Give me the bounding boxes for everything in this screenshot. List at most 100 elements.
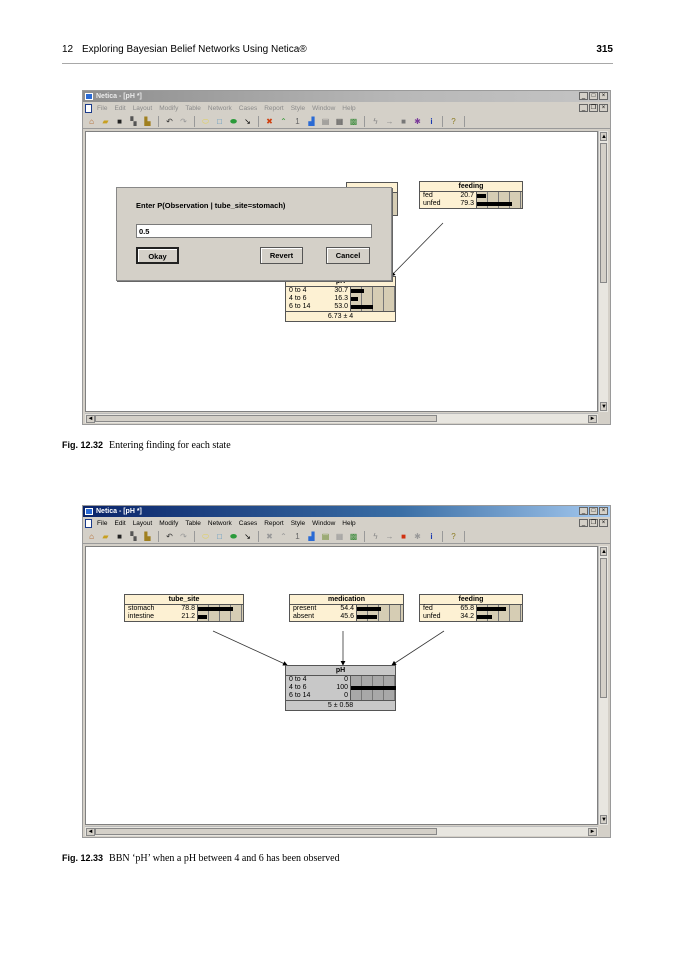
node-medication[interactable]: medication present absent 54.4 45.6: [289, 594, 404, 622]
revert-button[interactable]: Revert: [260, 247, 303, 264]
help-icon[interactable]: ?: [451, 531, 456, 541]
info-icon[interactable]: i: [430, 531, 433, 541]
new-network-icon[interactable]: ⌂: [89, 116, 94, 126]
open-icon[interactable]: ▰: [102, 531, 109, 541]
save-icon[interactable]: ■: [117, 116, 122, 126]
compile-icon[interactable]: ▟: [308, 116, 315, 126]
copy-icon[interactable]: ▚: [130, 531, 137, 541]
network-canvas[interactable]: tube_site stomach intestine 78.8 21.2 me…: [85, 546, 598, 825]
node-ph-observed[interactable]: pH 0 to 4 4 to 6 6 to 14 0 100 0: [285, 665, 396, 711]
menu-file[interactable]: File: [97, 519, 108, 527]
stop-icon[interactable]: ■: [401, 531, 406, 541]
remove-findings-icon[interactable]: ✖: [266, 531, 273, 541]
undo-icon[interactable]: ↶: [166, 116, 173, 126]
arrow-right-icon[interactable]: →: [385, 116, 394, 126]
minimize-button[interactable]: _: [579, 507, 588, 515]
info-icon[interactable]: i: [430, 116, 433, 126]
okay-button[interactable]: Okay: [136, 247, 179, 264]
help-icon[interactable]: ?: [451, 116, 456, 126]
scroll-down-arrow-icon[interactable]: ▼: [600, 815, 607, 824]
menu-layout[interactable]: Layout: [132, 519, 153, 527]
nature-node-icon[interactable]: ⬭: [202, 116, 209, 126]
menu-report[interactable]: Report: [264, 519, 284, 527]
doc-restore-button[interactable]: ❐: [589, 519, 598, 527]
absorb-icon[interactable]: ▤: [321, 531, 330, 541]
menu-network[interactable]: Network: [207, 519, 232, 527]
title-bar[interactable]: Netica - [pH *] _ □ ×: [83, 91, 610, 102]
scroll-thumb[interactable]: [600, 558, 607, 698]
scroll-thumb[interactable]: [600, 143, 607, 283]
sensitivity-icon[interactable]: ▩: [349, 531, 358, 541]
close-button[interactable]: ×: [599, 92, 608, 100]
paste-icon[interactable]: ▙: [144, 116, 151, 126]
menu-help[interactable]: Help: [342, 519, 356, 527]
star-icon[interactable]: ✱: [414, 531, 421, 541]
maximize-button[interactable]: □: [589, 92, 598, 100]
link-arrow-icon[interactable]: ↘: [244, 116, 251, 126]
most-probable-icon[interactable]: ⌃: [280, 116, 287, 126]
node-feeding[interactable]: feeding fed unfed 65.8 34.2: [419, 594, 523, 622]
cancel-button[interactable]: Cancel: [326, 247, 370, 264]
one-icon[interactable]: 1: [295, 531, 300, 541]
likelihood-input[interactable]: [136, 224, 372, 238]
scroll-right-arrow-icon[interactable]: ►: [588, 415, 597, 423]
node-tube-site[interactable]: tube_site stomach intestine 78.8 21.2: [124, 594, 244, 622]
link-arrow-icon[interactable]: ↘: [244, 531, 251, 541]
document-icon[interactable]: [85, 518, 92, 528]
scroll-down-arrow-icon[interactable]: ▼: [600, 402, 607, 411]
sensitivity-icon[interactable]: ▩: [349, 116, 358, 126]
scroll-left-arrow-icon[interactable]: ◄: [86, 828, 95, 836]
vertical-scrollbar[interactable]: ▲ ▼: [598, 131, 608, 412]
absorb-icon[interactable]: ▤: [321, 116, 330, 126]
scroll-up-arrow-icon[interactable]: ▲: [600, 547, 607, 556]
undo-icon[interactable]: ↶: [166, 531, 173, 541]
node-ph[interactable]: pH 0 to 4 4 to 6 6 to 14 30.7 16.3 53.0: [285, 276, 396, 322]
minimize-button[interactable]: _: [579, 92, 588, 100]
net-library-icon[interactable]: ▦: [335, 116, 344, 126]
utility-node-icon[interactable]: ⬬: [230, 116, 237, 126]
decision-node-icon[interactable]: □: [217, 531, 222, 541]
star-icon[interactable]: ✱: [414, 116, 421, 126]
maximize-button[interactable]: □: [589, 507, 598, 515]
arrow-right-icon[interactable]: →: [385, 531, 394, 541]
menu-report[interactable]: Report: [264, 104, 284, 112]
horizontal-scrollbar[interactable]: ◄ ►: [85, 826, 598, 836]
menu-help[interactable]: Help: [342, 104, 356, 112]
new-network-icon[interactable]: ⌂: [89, 531, 94, 541]
save-icon[interactable]: ■: [117, 531, 122, 541]
menu-table[interactable]: Table: [185, 519, 201, 527]
menu-modify[interactable]: Modify: [159, 519, 179, 527]
doc-minimize-button[interactable]: _: [579, 519, 588, 527]
copy-icon[interactable]: ▚: [130, 116, 137, 126]
most-probable-icon[interactable]: ⌃: [280, 531, 287, 541]
menu-style[interactable]: Style: [290, 104, 306, 112]
open-icon[interactable]: ▰: [102, 116, 109, 126]
menu-window[interactable]: Window: [312, 519, 336, 527]
close-button[interactable]: ×: [599, 507, 608, 515]
menu-window[interactable]: Window: [312, 104, 336, 112]
doc-close-button[interactable]: ×: [599, 519, 608, 527]
menu-edit[interactable]: Edit: [114, 519, 126, 527]
menu-file[interactable]: File: [97, 104, 108, 112]
nature-node-icon[interactable]: ⬭: [202, 531, 209, 541]
paste-icon[interactable]: ▙: [144, 531, 151, 541]
network-canvas[interactable]: feeding fed unfed 20.7 79.3 pH: [85, 131, 598, 412]
utility-node-icon[interactable]: ⬬: [230, 531, 237, 541]
scroll-thumb[interactable]: [95, 828, 437, 835]
menu-cases[interactable]: Cases: [238, 519, 258, 527]
scroll-right-arrow-icon[interactable]: ►: [588, 828, 597, 836]
title-bar[interactable]: Netica - [pH *] _ □ ×: [83, 506, 610, 517]
doc-restore-button[interactable]: ❐: [589, 104, 598, 112]
stop-icon[interactable]: ■: [401, 116, 406, 126]
scroll-left-arrow-icon[interactable]: ◄: [86, 415, 95, 423]
menu-cases[interactable]: Cases: [238, 104, 258, 112]
scroll-up-arrow-icon[interactable]: ▲: [600, 132, 607, 141]
menu-layout[interactable]: Layout: [132, 104, 153, 112]
menu-style[interactable]: Style: [290, 519, 306, 527]
document-icon[interactable]: [85, 103, 92, 113]
one-icon[interactable]: 1: [295, 116, 300, 126]
doc-close-button[interactable]: ×: [599, 104, 608, 112]
remove-findings-icon[interactable]: ✖: [266, 116, 273, 126]
menu-network[interactable]: Network: [207, 104, 232, 112]
compile-icon[interactable]: ▟: [308, 531, 315, 541]
